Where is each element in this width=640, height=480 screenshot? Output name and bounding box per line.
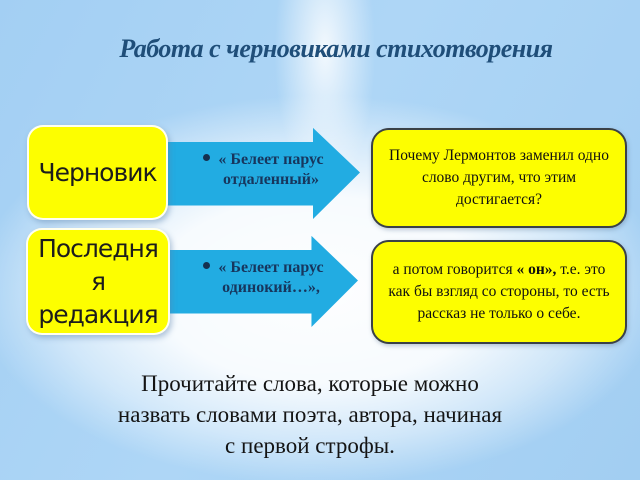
arrow-1-text: « Белеет парус отдаленный» — [204, 128, 338, 218]
draft-label-box: Черновик — [27, 125, 168, 220]
explanation-line-1: а потом говорится « он», т.е. это — [393, 259, 606, 281]
question-line-3: достигается? — [456, 191, 542, 208]
explanation-line-1-post: т.е. это — [556, 261, 606, 278]
arrow-2-line-2: одинокий…», — [222, 278, 320, 296]
final-label-line-1: Последня — [38, 234, 159, 263]
footer-task-text: Прочитайте слова, которые можно назвать … — [0, 368, 620, 461]
arrow-1-line-2: отдаленный» — [223, 170, 319, 188]
question-note-box: Почему Лермонтов заменил одно слово друг… — [371, 128, 627, 228]
arrow-2-line-1: « Белеет парус — [218, 258, 324, 276]
question-line-1: Почему Лермонтов заменил одно — [389, 147, 609, 164]
explanation-line-2: как бы взгляд со стороны, то есть — [388, 283, 610, 300]
explanation-line-1-pre: а потом говорится — [392, 261, 517, 278]
draft-label-text: Черновик — [38, 158, 157, 187]
explanation-line-1-bold: « он», — [516, 261, 557, 278]
footer-line-2: назвать словами поэта, автора, начиная — [117, 402, 503, 427]
explanation-note-box: а потом говорится « он», т.е. это как бы… — [371, 240, 627, 344]
final-edition-label-box: Последня я редакция — [26, 228, 170, 335]
bullet-icon — [203, 262, 210, 269]
final-label-line-2: я — [90, 267, 106, 296]
arrow-1-line-1: « Белеет парус — [218, 150, 324, 168]
page-title: Работа с черновиками стихотворения — [119, 34, 553, 63]
bullet-icon — [203, 154, 210, 161]
final-label-line-3: редакция — [38, 300, 158, 329]
footer-line-1: Прочитайте слова, которые можно — [141, 371, 479, 396]
explanation-line-3: рассказ не только о себе. — [417, 305, 581, 322]
arrow-shape-2: « Белеет парус одинокий…», — [160, 235, 358, 328]
arrow-2-text: « Белеет парус одинокий…», — [204, 236, 338, 326]
footer-line-3: с первой строфы. — [225, 433, 395, 458]
arrow-shape-1: « Белеет парус отдаленный» — [160, 127, 360, 220]
question-line-2: слово другим, что этим — [421, 169, 577, 186]
